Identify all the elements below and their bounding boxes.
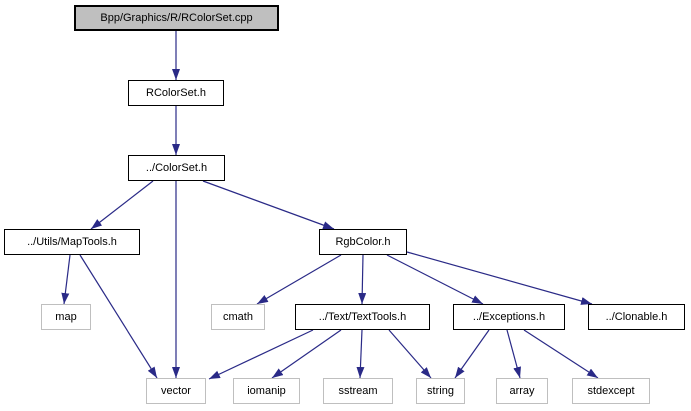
node-cmath: cmath: [211, 304, 265, 330]
node-rcolorset-h[interactable]: RColorSet.h: [128, 80, 224, 106]
node-iomanip: iomanip: [233, 378, 300, 404]
node-map: map: [41, 304, 91, 330]
node-stdexcept: stdexcept: [572, 378, 650, 404]
edge-exceptions-h-to-stdexcept: [523, 329, 599, 379]
edge-exceptions-h-to-string: [454, 329, 490, 379]
node-sstream: sstream: [323, 378, 393, 404]
edge-texttools-h-to-sstream: [356, 329, 365, 379]
node-texttools-h[interactable]: ../Text/TextTools.h: [295, 304, 430, 330]
node-maptools-h[interactable]: ../Utils/MapTools.h: [4, 229, 140, 255]
edge-rgbcolor-h-to-exceptions-h: [386, 254, 484, 305]
edge-colorset-h-to-rgbcolor-h: [202, 180, 335, 230]
edge-texttools-h-to-string: [388, 329, 432, 379]
node-vector: vector: [146, 378, 206, 404]
node-exceptions-h[interactable]: ../Exceptions.h: [453, 304, 565, 330]
node-clonable-h[interactable]: ../Clonable.h: [588, 304, 685, 330]
node-rgbcolor-h[interactable]: RgbColor.h: [319, 229, 407, 255]
edge-maptools-h-to-vector: [79, 254, 158, 379]
node-rcolorset-cpp: Bpp/Graphics/R/RColorSet.cpp: [74, 5, 279, 31]
edge-colorset-h-to-maptools-h: [90, 180, 154, 230]
edge-texttools-h-to-iomanip: [271, 329, 342, 379]
edge-rgbcolor-h-to-texttools-h: [358, 254, 367, 305]
edge-maptools-h-to-map: [61, 254, 71, 305]
edge-rgbcolor-h-to-clonable-h: [406, 251, 593, 305]
node-string: string: [416, 378, 465, 404]
node-colorset-h[interactable]: ../ColorSet.h: [128, 155, 225, 181]
edge-exceptions-h-to-array: [506, 329, 521, 379]
edge-rgbcolor-h-to-cmath: [256, 254, 342, 305]
edge-texttools-h-to-vector: [208, 329, 314, 380]
node-array: array: [496, 378, 548, 404]
